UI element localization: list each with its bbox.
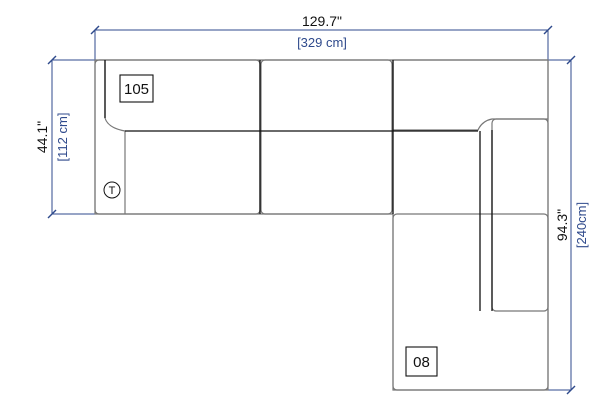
sofa-outline (94, 59, 549, 391)
t-marker-text: T (109, 185, 116, 197)
left-depth-metric-label: [112 cm] (55, 113, 70, 162)
width-tick-right (543, 25, 553, 35)
left-depth-tick-top (47, 55, 57, 65)
right-depth-dimension: 94.3" [240cm] (548, 55, 589, 395)
width-imperial-label: 129.7" (302, 13, 342, 29)
left-arm-inner (104, 60, 126, 214)
right-depth-tick-top (566, 55, 576, 65)
left-depth-tick-bottom (47, 209, 57, 219)
t-marker-circle (103, 181, 121, 199)
module-label-left-box (119, 74, 154, 103)
right-depth-tick-bottom (566, 385, 576, 395)
module-label-left: 105 (119, 74, 154, 103)
t-marker: T (103, 181, 121, 199)
width-tick-left (90, 25, 100, 35)
left-depth-dimension: 44.1" [112 cm] (34, 55, 95, 219)
width-dimension: 129.7" [329 cm] (90, 13, 553, 60)
seat-module-middle (260, 59, 393, 215)
left-depth-imperial-label: 44.1" (34, 121, 50, 153)
width-metric-label: [329 cm] (297, 35, 347, 50)
module-label-right: 08 (405, 346, 438, 377)
module-label-right-box (405, 346, 438, 377)
module-label-right-text: 08 (413, 354, 430, 371)
right-depth-metric-label: [240cm] (574, 202, 589, 248)
right-depth-imperial-label: 94.3" (554, 209, 570, 241)
module-label-left-text: 105 (124, 81, 149, 98)
corner-lower-module (392, 213, 549, 391)
chaise-module (491, 118, 549, 312)
